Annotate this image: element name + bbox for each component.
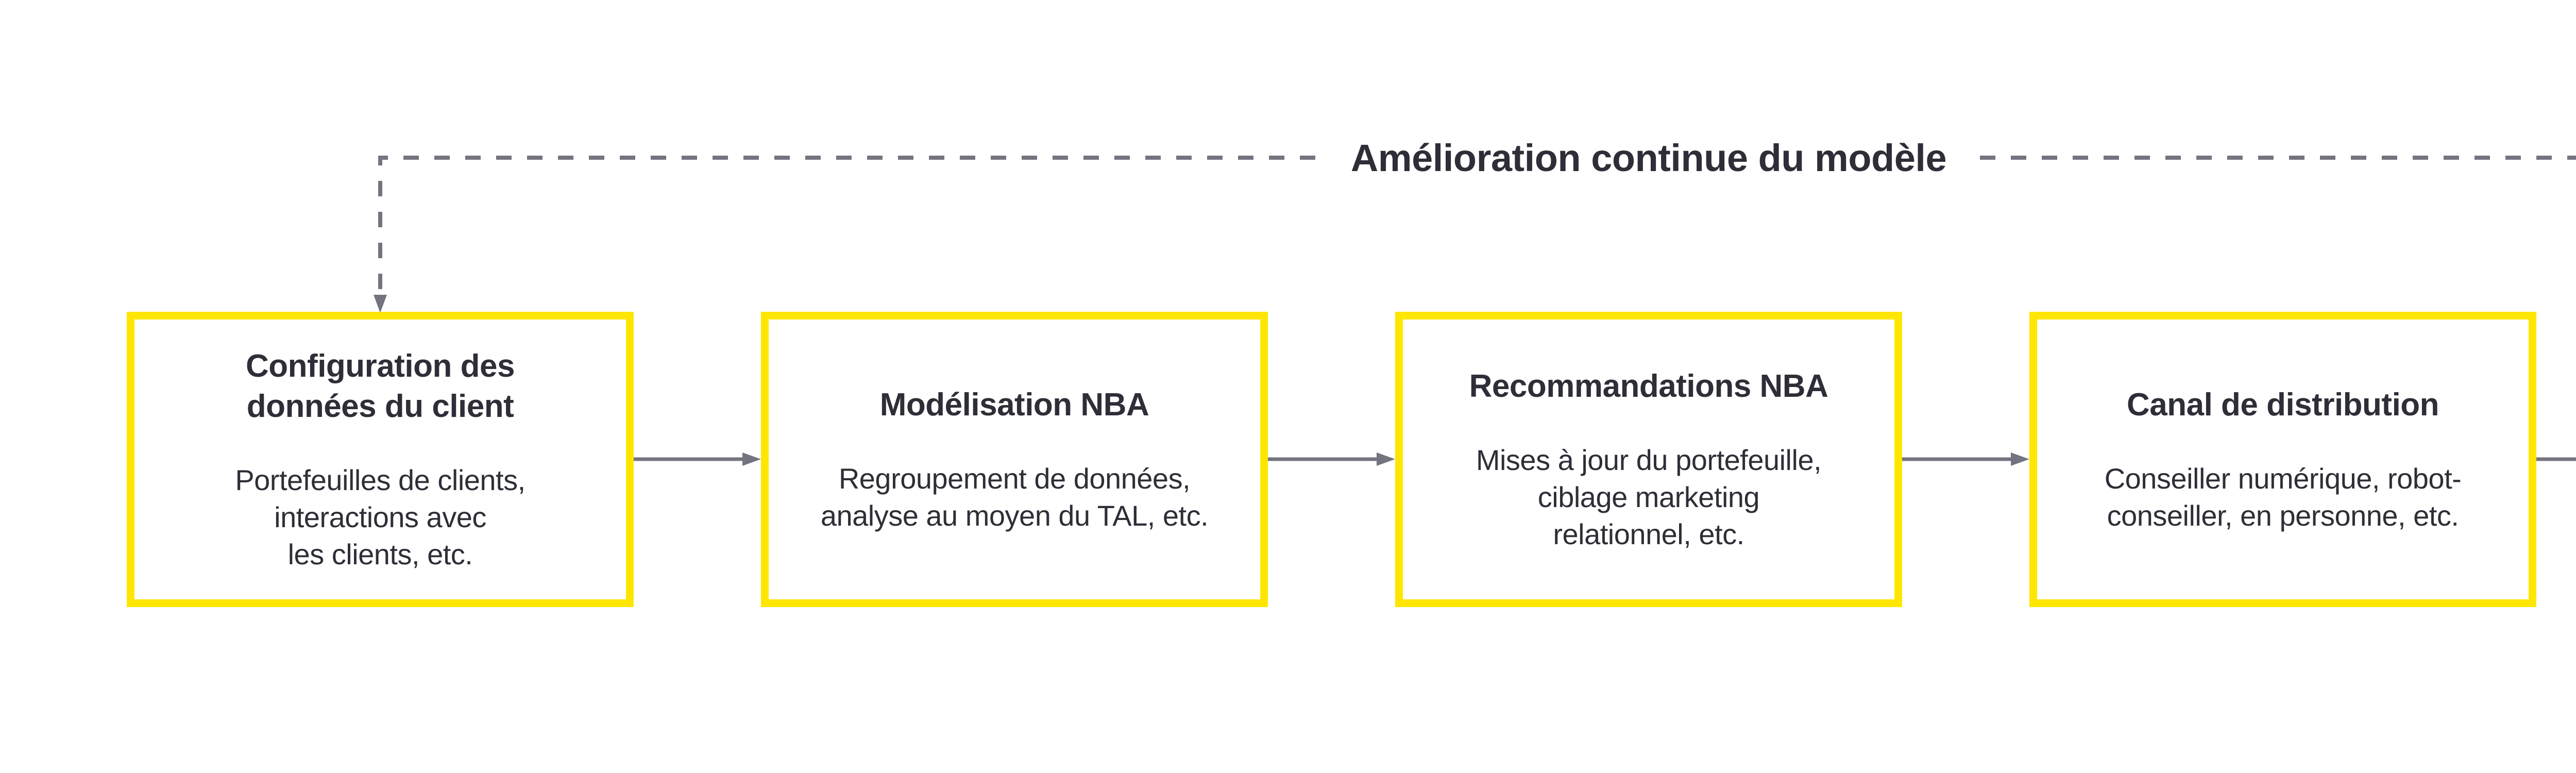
feedback-arrowhead-icon [374,295,387,313]
step-description: Conseiller numérique, robot- conseiller,… [2104,462,2462,532]
step-title: Canal de distribution [2126,386,2439,423]
flow-arrow-3 [1902,452,2029,466]
step-title: Configuration des données du client [246,348,515,424]
step-title: Recommandations NBA [1469,368,1828,404]
flow-arrow-4 [2536,457,2576,461]
arrowhead-icon [2011,452,2029,466]
arrowhead-icon [1377,452,1395,466]
step-box-distribution-channel: Canal de distribution Conseiller numériq… [2029,312,2536,607]
arrowhead-icon [742,452,761,466]
step-description: Mises à jour du portefeuille, ciblage ma… [1476,443,1822,550]
feedback-loop-label: Amélioration continue du modèle [1350,137,1947,179]
feedback-loop-line [378,156,2576,295]
step-box-client-data-setup: Configuration des données du client Port… [127,312,634,607]
flow-arrow-2 [1268,452,1395,466]
step-title: Modélisation NBA [879,386,1149,423]
step-box-nba-modeling: Modélisation NBA Regroupement de données… [761,312,1268,607]
step-box-nba-recommendations: Recommandations NBA Mises à jour du port… [1395,312,1902,607]
flow-arrow-1 [634,452,761,466]
step-description: Regroupement de données, analyse au moye… [820,462,1209,532]
step-description: Portefeuilles de clients, interactions a… [235,463,526,570]
